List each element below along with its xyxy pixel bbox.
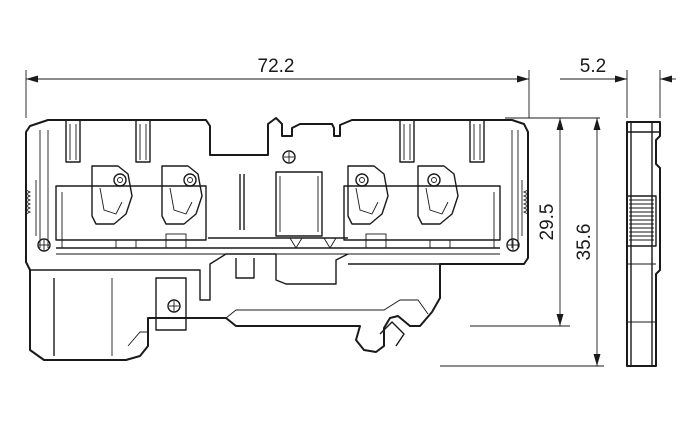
dimension-overall-height: 35.6 bbox=[440, 118, 604, 367]
terminal-block-front-view bbox=[24, 117, 530, 361]
side-view-grip-ribs bbox=[629, 199, 654, 241]
dimension-label-overall-height: 35.6 bbox=[574, 224, 595, 261]
foot-hole bbox=[167, 299, 181, 313]
dimension-label-height-to-rail: 29.5 bbox=[537, 204, 558, 241]
mounting-hole-left bbox=[37, 238, 51, 252]
release-slots bbox=[65, 119, 485, 163]
mounting-hole-right bbox=[506, 238, 520, 252]
test-hole-center bbox=[282, 150, 296, 164]
spring-clamp-4 bbox=[417, 165, 459, 249]
spring-clamp-3 bbox=[347, 165, 389, 249]
spring-clamp-1 bbox=[91, 165, 137, 249]
center-bridge bbox=[208, 171, 348, 249]
housing-outline bbox=[25, 117, 529, 361]
dimension-label-overall-width: 72.2 bbox=[258, 56, 295, 77]
dimension-overall-width: 72.2 bbox=[25, 56, 530, 118]
rail-foot bbox=[30, 253, 440, 356]
side-view-grip bbox=[626, 195, 657, 247]
spring-clamp-2 bbox=[161, 165, 203, 249]
side-view-outline bbox=[626, 121, 661, 367]
dimension-label-side-width: 5.2 bbox=[580, 56, 606, 77]
terminal-block-side-view bbox=[626, 121, 661, 367]
dimension-height-to-rail: 29.5 bbox=[470, 117, 600, 327]
dimension-side-width: 5.2 bbox=[560, 56, 676, 118]
